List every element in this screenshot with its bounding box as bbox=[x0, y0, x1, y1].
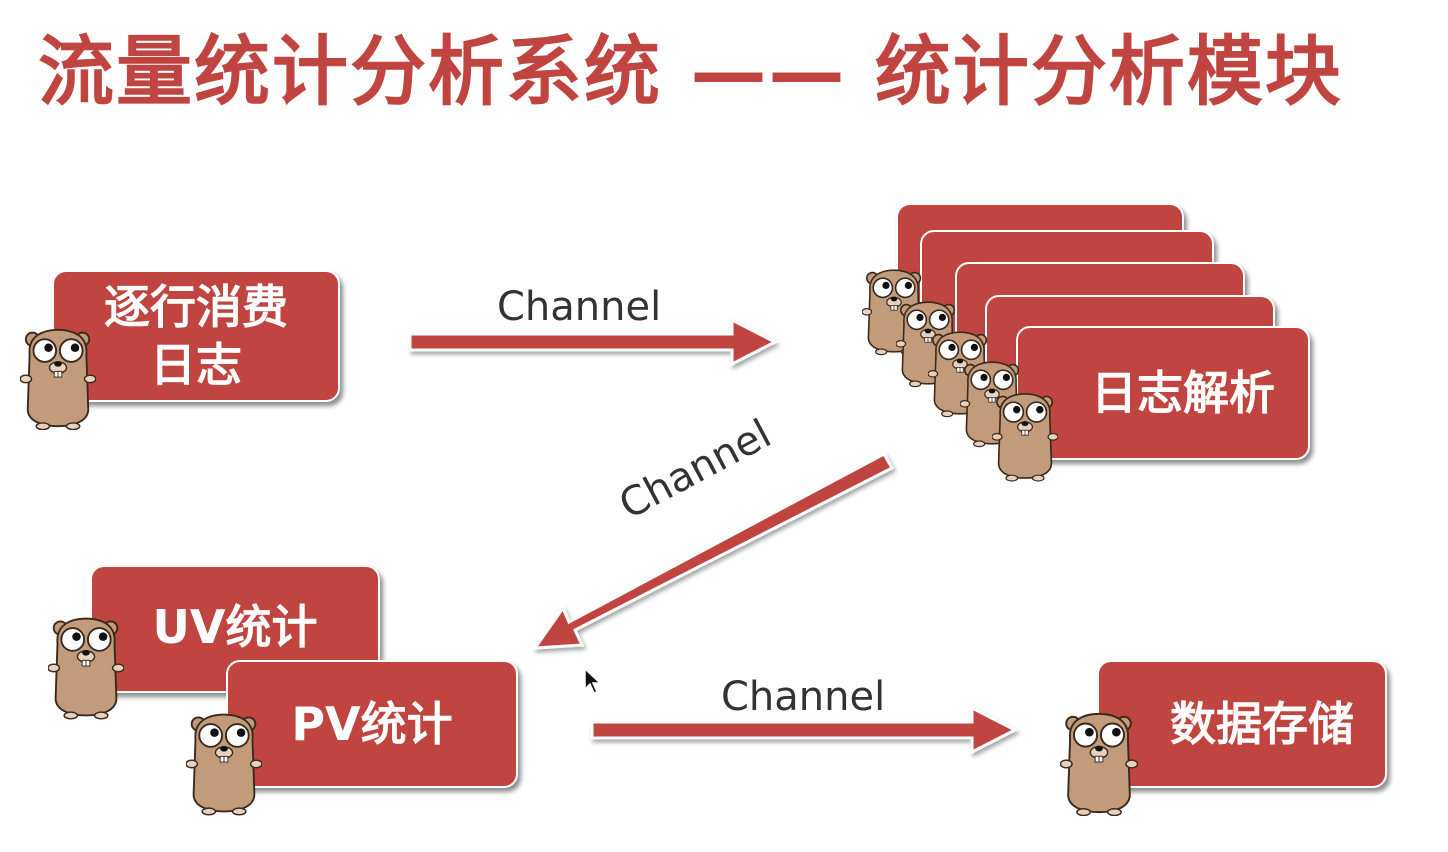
node-data-store-label: 数据存储 bbox=[1170, 697, 1354, 751]
gopher-mascot-icon bbox=[48, 614, 124, 720]
node-consume-log: 逐行消费 日志 bbox=[52, 270, 340, 402]
node-consume-log-line2: 日志 bbox=[150, 338, 242, 392]
gopher-mascot-icon bbox=[992, 386, 1058, 486]
gopher-mascot-icon bbox=[1060, 710, 1138, 816]
node-uv-stat-label: UV统计 bbox=[152, 600, 318, 654]
node-pv-stat-label: PV统计 bbox=[291, 697, 453, 751]
arrow-stats-to-store bbox=[590, 705, 1019, 755]
mouse-cursor-icon bbox=[584, 667, 602, 694]
node-log-parse-label: 日志解析 bbox=[1091, 366, 1275, 420]
channel-label-1: Channel bbox=[497, 284, 662, 330]
gopher-mascot-icon bbox=[186, 710, 262, 816]
node-pv-stat: PV统计 bbox=[226, 660, 518, 788]
channel-label-3: Channel bbox=[721, 674, 886, 720]
gopher-mascot-icon bbox=[20, 326, 96, 430]
node-log-parse: 日志解析 bbox=[1016, 326, 1310, 460]
node-consume-log-line1: 逐行消费 bbox=[104, 280, 288, 334]
page-title: 流量统计分析系统 —— 统计分析模块 bbox=[38, 27, 1343, 116]
node-data-store: 数据存储 bbox=[1097, 660, 1387, 788]
arrow-parse-to-stats bbox=[531, 451, 895, 650]
arrow-consume-to-parse bbox=[408, 317, 779, 367]
